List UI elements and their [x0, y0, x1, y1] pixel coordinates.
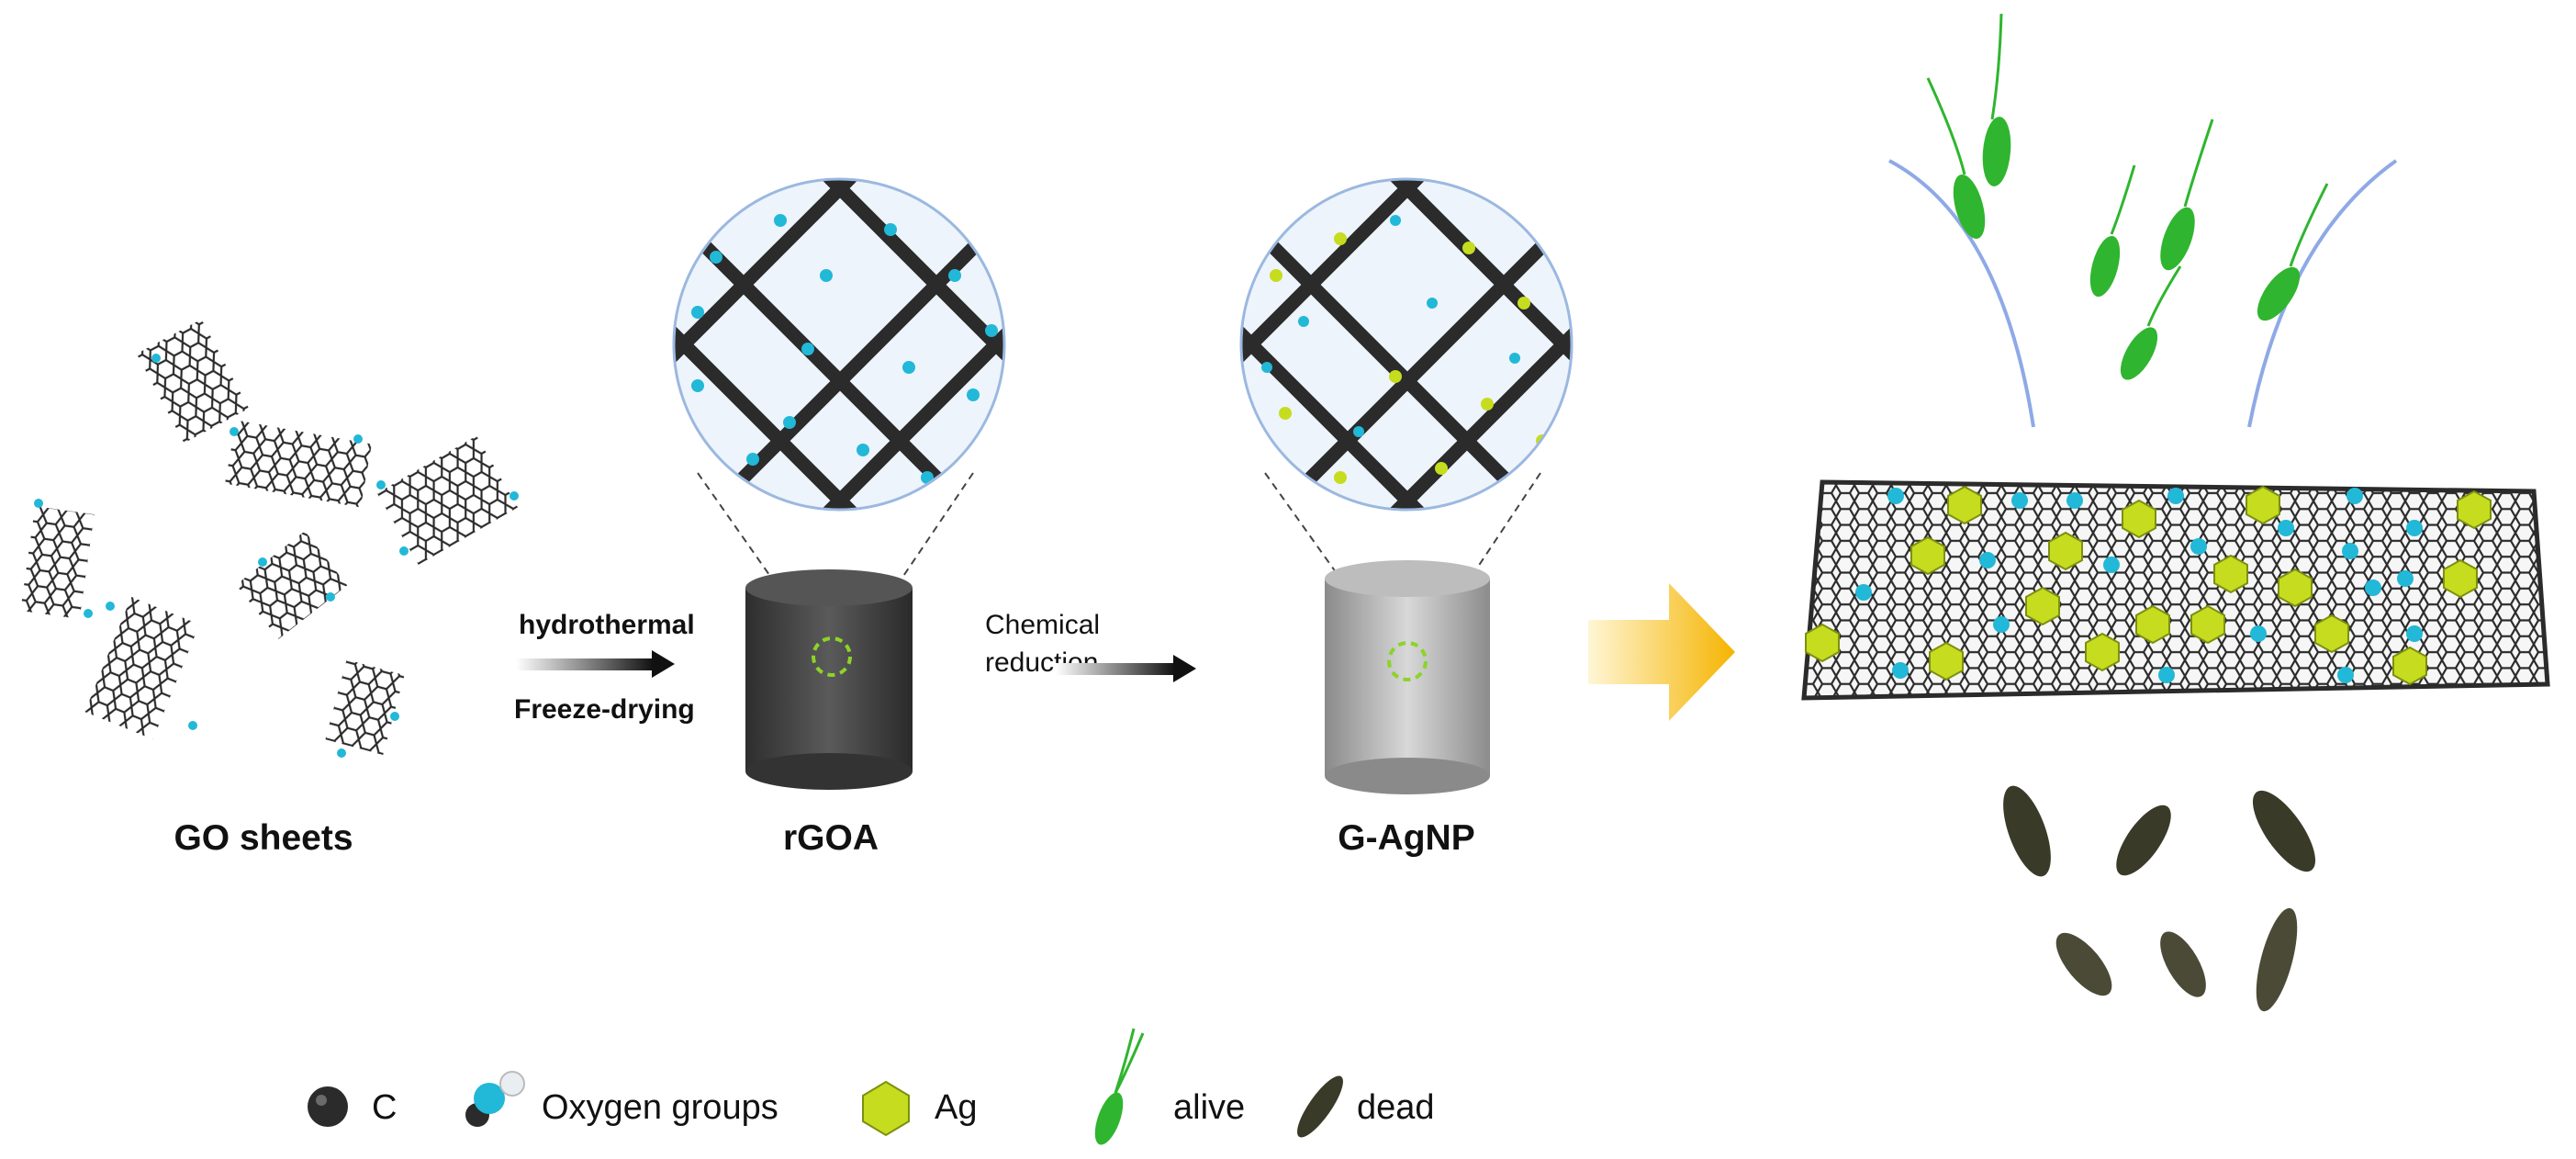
legend-label-oxygen: Oxygen groups — [542, 1088, 778, 1127]
legend-carbon: C — [308, 1086, 397, 1127]
label-rgoa: rGOA — [783, 818, 879, 858]
alive-bacterium-icon — [2160, 118, 2214, 271]
process-arrow-2 — [1056, 655, 1196, 682]
alive-bacterium-icon — [2257, 183, 2329, 321]
gagnp-magnified-lens — [1239, 177, 1574, 512]
go-sheet — [325, 659, 405, 756]
alive-bacterium-icon — [2120, 265, 2182, 380]
legend-label-alive: alive — [1173, 1088, 1245, 1127]
dead-bacteria-group — [2003, 785, 2316, 1012]
dead-bacterium-icon — [2116, 805, 2171, 876]
dead-bacterium-icon — [2256, 907, 2298, 1012]
dead-bacterium-icon — [2252, 790, 2316, 872]
legend: C Oxygen groups Ag alive dead — [308, 1028, 1435, 1145]
legend-dead: dead — [1297, 1075, 1435, 1138]
go-sheet — [20, 506, 95, 620]
carbon-atom-icon — [308, 1086, 348, 1127]
graphene-agnp-sheet — [1801, 479, 2550, 701]
antibacterial-funnel — [1888, 159, 2398, 428]
alive-bacterium-icon — [1094, 1028, 1145, 1145]
gagnp-cylinder — [1325, 560, 1490, 794]
go-sheet — [236, 531, 348, 639]
legend-label-carbon: C — [372, 1088, 397, 1127]
legend-oxygen: Oxygen groups — [465, 1071, 778, 1127]
label-hydrothermal: hydrothermal — [519, 610, 695, 640]
go-sheet — [376, 435, 519, 565]
alive-bacterium-icon — [2089, 164, 2136, 298]
alive-bacterium-icon — [1926, 77, 1986, 239]
label-go-sheets: GO sheets — [174, 818, 353, 858]
silver-crystal-icon — [862, 1080, 910, 1137]
label-freeze-drying: Freeze-drying — [514, 694, 695, 725]
go-sheet — [84, 596, 200, 740]
legend-label-silver: Ag — [935, 1088, 977, 1127]
rgoa-magnified-lens — [672, 177, 1006, 512]
legend-alive: alive — [1094, 1028, 1245, 1145]
alive-bacteria-group — [1926, 13, 2329, 380]
process-arrow-1 — [516, 650, 675, 678]
go-sheet — [225, 420, 372, 508]
label-chemical: Chemical — [985, 610, 1100, 640]
dead-bacterium-icon — [2055, 932, 2112, 996]
label-gagnp: G-AgNP — [1338, 818, 1475, 858]
big-arrow-icon — [1588, 583, 1735, 721]
legend-silver: Ag — [862, 1080, 977, 1137]
dead-bacterium-icon — [2160, 931, 2206, 997]
dead-bacterium-icon — [1297, 1075, 1343, 1138]
legend-label-dead: dead — [1357, 1088, 1435, 1127]
alive-bacterium-icon — [1982, 13, 2011, 186]
oxygen-group-icon — [465, 1071, 525, 1127]
go-sheet — [136, 319, 250, 444]
dead-bacterium-icon — [2003, 785, 2051, 877]
go-sheets-cluster — [20, 319, 519, 758]
rgoa-cylinder — [745, 569, 913, 790]
